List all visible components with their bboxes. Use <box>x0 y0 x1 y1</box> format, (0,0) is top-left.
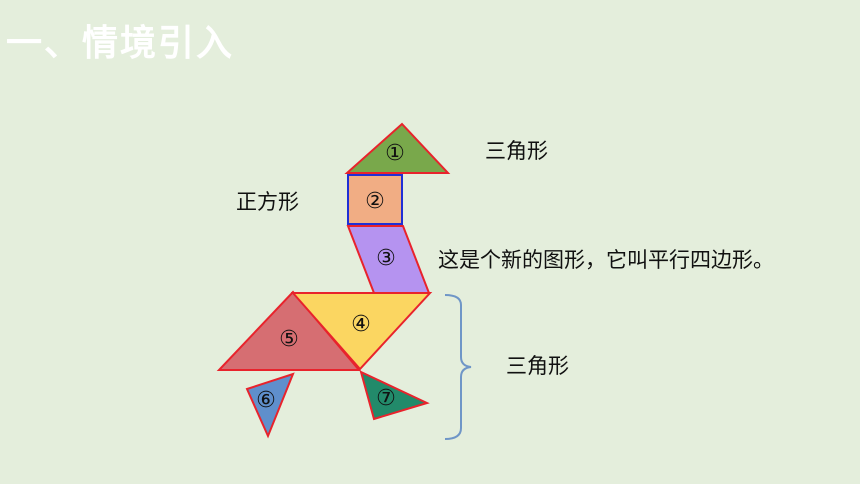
piece-6-number: ⑥ <box>256 388 276 413</box>
label-parallelogram: 这是个新的图形，它叫平行四边形。 <box>438 248 774 272</box>
curly-brace <box>444 294 472 440</box>
piece-3-number: ③ <box>376 246 396 271</box>
label-square: 正方形 <box>236 190 299 214</box>
piece-2-number: ② <box>365 189 385 214</box>
piece-1-number: ① <box>385 141 405 166</box>
label-triangle-top: 三角形 <box>485 139 548 163</box>
piece-7-number: ⑦ <box>376 386 396 411</box>
piece-5-number: ⑤ <box>279 327 299 352</box>
piece-2-square <box>347 174 403 225</box>
label-triangles-group: 三角形 <box>506 354 569 378</box>
piece-7-triangle <box>359 370 430 421</box>
page-title: 一、情境引入 <box>6 23 235 64</box>
piece-1-triangle <box>344 122 451 174</box>
piece-4-number: ④ <box>351 312 371 337</box>
piece-6-triangle <box>245 372 295 439</box>
piece-4-triangle <box>290 292 433 371</box>
